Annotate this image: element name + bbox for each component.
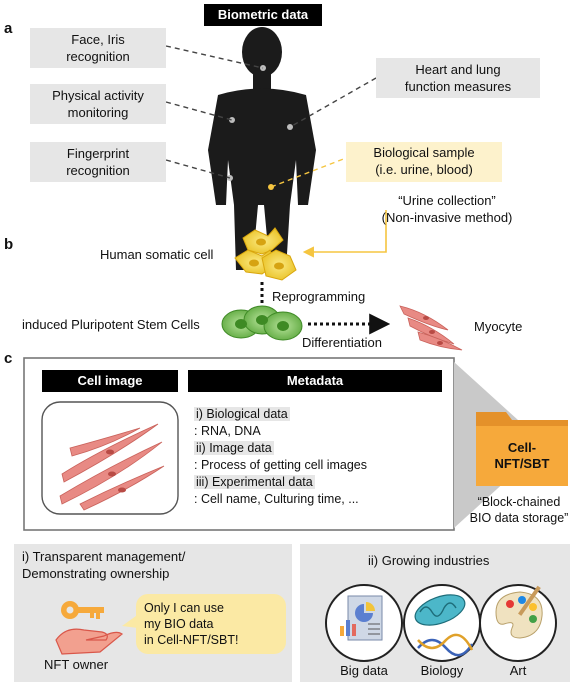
biology-icon	[414, 594, 474, 657]
human-silhouette-icon	[208, 27, 316, 270]
heart-lung-box: Heart and lung function measures	[376, 58, 540, 98]
physical-activity-box: Physical activity monitoring	[30, 84, 166, 124]
myocyte-cells-icon	[399, 305, 463, 351]
meta-image-sub: : Process of getting cell images	[194, 458, 367, 472]
industry-big-data: Big data	[340, 663, 388, 678]
reprogramming-label: Reprogramming	[272, 289, 366, 304]
heading-line1: i) Transparent management/	[22, 549, 186, 564]
ipsc-label: induced Pluripotent Stem Cells	[22, 317, 200, 332]
heading-line2: Demonstrating ownership	[22, 566, 170, 581]
urine-line1: “Urine collection”	[398, 193, 496, 208]
meta-biological-sub: : RNA, DNA	[194, 424, 261, 438]
face-iris-box: Face, Iris recognition	[30, 28, 166, 68]
cell-image-title: Cell image	[42, 370, 178, 392]
bio-sample-line2: (i.e. urine, blood)	[375, 162, 473, 177]
meta-image: ii) Image data	[194, 441, 274, 455]
differentiation-label: Differentiation	[302, 335, 382, 350]
meta-biological: i) Biological data	[194, 407, 290, 421]
metadata-list: i) Biological data : RNA, DNA ii) Image …	[194, 406, 444, 508]
transparent-management-heading: i) Transparent management/ Demonstrating…	[22, 548, 185, 582]
industry-biology: Biology	[420, 663, 464, 678]
urine-collection-note: “Urine collection” (Non-invasive method)	[352, 192, 542, 226]
panel-label-a: a	[4, 20, 13, 37]
biometric-data-title: Biometric data	[204, 4, 322, 26]
key-hand-icon	[55, 601, 124, 655]
urine-line2: (Non-invasive method)	[381, 210, 513, 225]
bubble-line2: my BIO data	[144, 617, 214, 631]
ipsc-cells-icon	[221, 305, 303, 341]
storage-line1: “Block-chained	[477, 495, 561, 509]
folder-label: Cell- NFT/SBT	[476, 440, 568, 472]
sample-to-cell-arrow	[302, 210, 387, 258]
growing-industries-heading: ii) Growing industries	[368, 553, 490, 568]
storage-caption: “Block-chained BIO data storage”	[458, 494, 580, 526]
storage-line2: BIO data storage”	[469, 511, 569, 525]
cell-image-myocytes	[59, 423, 165, 511]
metadata-title: Metadata	[188, 370, 442, 392]
folder-label-line2: NFT/SBT	[494, 456, 550, 471]
industry-art: Art	[509, 663, 527, 678]
meta-experimental-sub: : Cell name, Culturing time, ...	[194, 492, 359, 506]
bubble-line3: in Cell-NFT/SBT!	[144, 633, 239, 647]
meta-experimental: iii) Experimental data	[194, 475, 315, 489]
big-data-icon	[340, 595, 383, 641]
bio-sample-line1: Biological sample	[373, 145, 475, 160]
myocyte-label: Myocyte	[474, 319, 523, 334]
leader-lines	[165, 45, 377, 179]
somatic-cells-icon	[234, 227, 297, 281]
folder-icon	[476, 412, 568, 486]
bio-sample-leader	[270, 157, 347, 188]
biological-sample-box: Biological sample (i.e. urine, blood)	[346, 142, 502, 182]
folder-label-line1: Cell-	[507, 440, 537, 455]
fingerprint-box: Fingerprint recognition	[30, 142, 166, 182]
panel-label-b: b	[4, 236, 14, 253]
art-palette-icon	[495, 585, 543, 639]
nft-owner-label: NFT owner	[44, 657, 109, 672]
bubble-tail	[122, 616, 138, 628]
ownership-speech-bubble: Only I can use my BIO data in Cell-NFT/S…	[136, 594, 286, 654]
somatic-cell-label: Human somatic cell	[100, 247, 214, 262]
bubble-line1: Only I can use	[144, 601, 224, 615]
panel-label-c: c	[4, 350, 13, 367]
